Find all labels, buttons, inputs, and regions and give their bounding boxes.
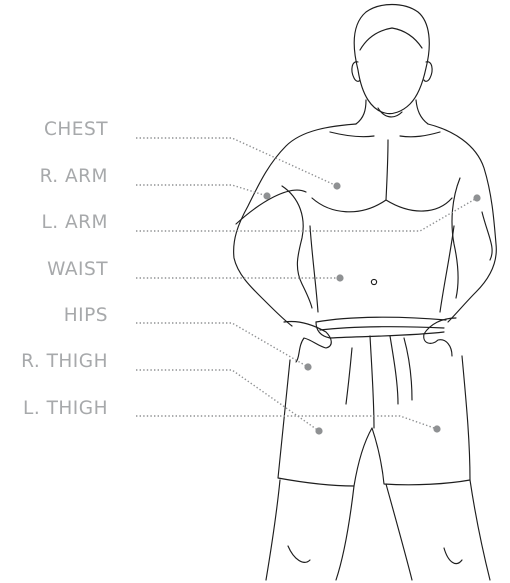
r-arm-point — [263, 192, 270, 199]
l-arm-point — [473, 194, 480, 201]
label-waist: WAIST — [47, 260, 108, 280]
label-chest: CHEST — [44, 120, 108, 140]
label-r-thigh: R. THIGH — [21, 352, 108, 372]
leader-chest — [136, 138, 341, 190]
label-r-arm: R. ARM — [40, 167, 108, 187]
waist-point — [336, 274, 343, 281]
leader-r-arm — [136, 185, 271, 200]
r-thigh-point — [315, 427, 322, 434]
chest-point — [333, 182, 340, 189]
leader-hips — [136, 323, 312, 371]
label-l-arm: L. ARM — [41, 213, 108, 233]
hips-point — [304, 363, 311, 370]
leader-waist — [136, 274, 344, 281]
leader-l-thigh — [136, 416, 441, 433]
label-hips: HIPS — [64, 306, 108, 326]
leader-l-arm — [136, 194, 481, 231]
label-l-thigh: L. THIGH — [23, 399, 108, 419]
l-thigh-point — [433, 425, 440, 432]
leader-r-thigh — [136, 370, 323, 435]
